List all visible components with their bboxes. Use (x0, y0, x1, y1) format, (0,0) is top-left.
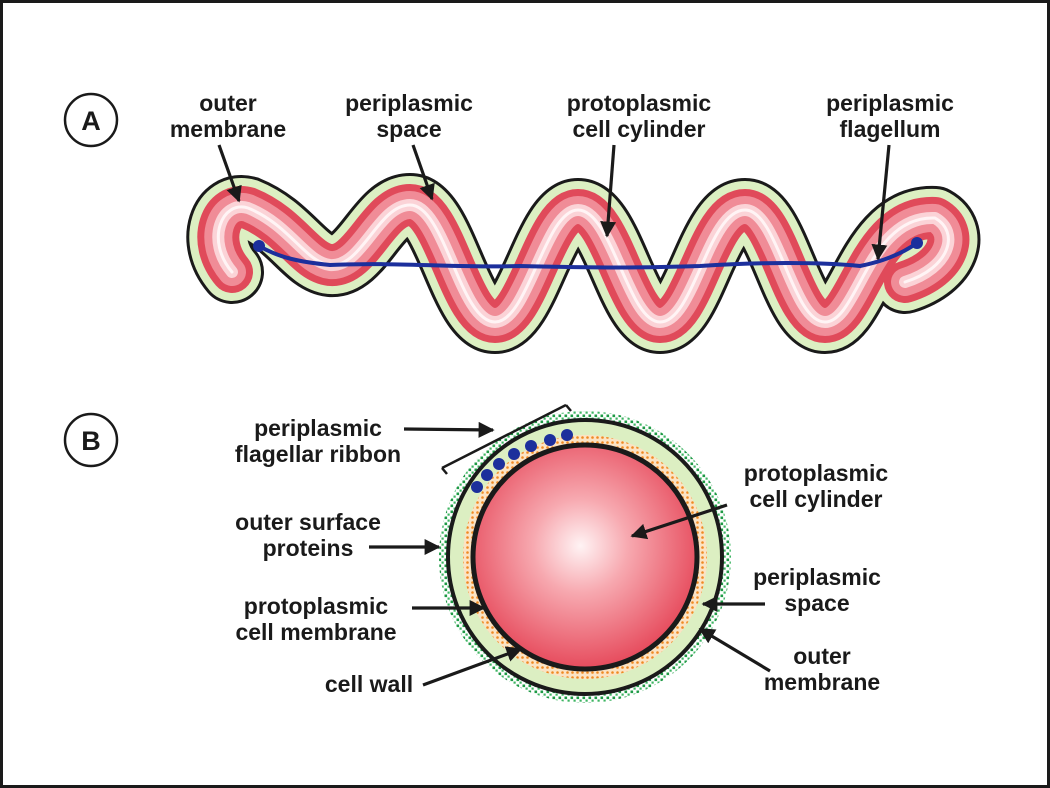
svg-text:membrane: membrane (764, 669, 880, 695)
svg-text:space: space (784, 590, 849, 616)
flagellar-ribbon (471, 429, 573, 493)
svg-text:outer surface: outer surface (235, 509, 381, 535)
svg-text:protoplasmic: protoplasmic (244, 593, 389, 619)
svg-text:space: space (376, 116, 441, 142)
label-b-periplasmic-space: periplasmic space (701, 564, 881, 616)
svg-text:flagellum: flagellum (840, 116, 941, 142)
svg-text:cell wall: cell wall (325, 671, 413, 697)
label-a-periplasmic-space: periplasmic space (345, 90, 473, 201)
cross-section (439, 403, 731, 703)
panel-a-badge: A (63, 92, 119, 148)
flagellum-insertion-right (911, 237, 923, 249)
svg-text:protoplasmic: protoplasmic (744, 460, 889, 486)
label-b-periplasmic-flagellar-ribbon: periplasmic flagellar ribbon (235, 415, 495, 467)
panel-b: B periplasmic flagellar (63, 403, 889, 703)
svg-text:proteins: proteins (263, 535, 354, 561)
svg-text:periplasmic: periplasmic (826, 90, 954, 116)
label-a-protoplasmic-cell-cylinder: protoplasmic cell cylinder (567, 90, 712, 238)
panel-b-letter: B (81, 426, 101, 456)
label-a-outer-membrane: outer membrane (170, 90, 286, 203)
label-b-protoplasmic-cell-cylinder: protoplasmic cell cylinder (630, 460, 889, 540)
svg-text:periplasmic: periplasmic (345, 90, 473, 116)
svg-text:outer: outer (199, 90, 257, 116)
svg-text:cell membrane: cell membrane (235, 619, 396, 645)
svg-text:cell cylinder: cell cylinder (750, 486, 883, 512)
svg-text:membrane: membrane (170, 116, 286, 142)
svg-text:outer: outer (793, 643, 851, 669)
label-a-periplasmic-flagellum: periplasmic flagellum (826, 90, 954, 261)
label-b-protoplasmic-cell-membrane: protoplasmic cell membrane (235, 593, 486, 645)
svg-text:flagellar ribbon: flagellar ribbon (235, 441, 401, 467)
label-b-outer-membrane: outer membrane (698, 627, 880, 695)
svg-text:cell cylinder: cell cylinder (573, 116, 706, 142)
flagellum-insertion-left (253, 240, 265, 252)
periplasmic-flagellum (253, 237, 923, 270)
label-b-cell-wall: cell wall (325, 646, 523, 697)
svg-text:periplasmic: periplasmic (254, 415, 382, 441)
panel-b-badge: B (63, 412, 119, 468)
protoplasmic-cell-cylinder (470, 442, 700, 672)
svg-text:periplasmic: periplasmic (753, 564, 881, 590)
svg-text:protoplasmic: protoplasmic (567, 90, 712, 116)
panel-a-letter: A (81, 106, 101, 136)
panel-a: A outer membrane periplasmic space (63, 90, 981, 354)
label-b-outer-surface-proteins: outer surface proteins (235, 509, 441, 561)
